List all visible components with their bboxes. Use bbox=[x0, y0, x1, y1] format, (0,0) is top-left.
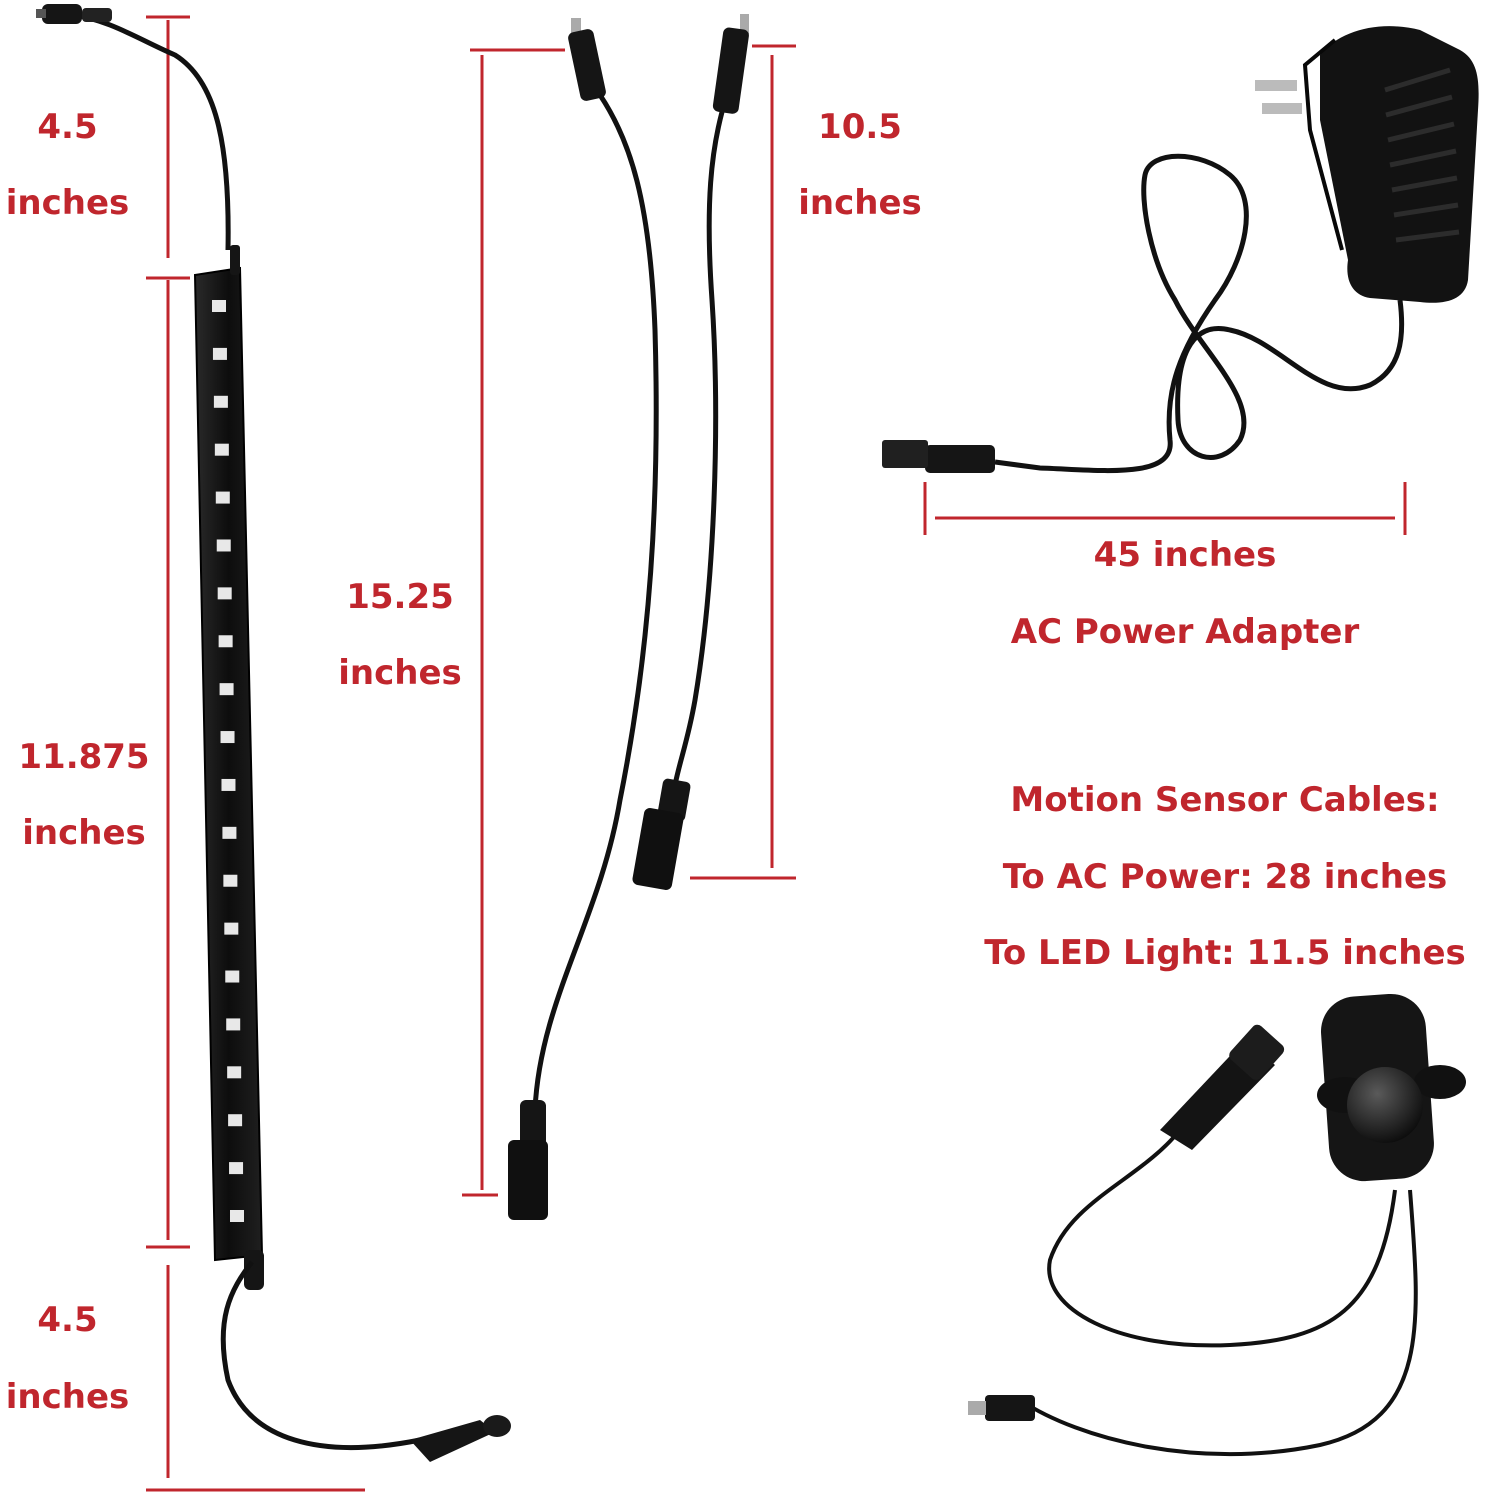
led-dot bbox=[226, 1018, 241, 1031]
led-dot bbox=[220, 731, 235, 744]
led-dot bbox=[229, 1162, 244, 1175]
led-dot bbox=[218, 635, 233, 648]
led-dot bbox=[213, 395, 228, 408]
led-dot bbox=[215, 491, 230, 504]
extension-cable-icon bbox=[508, 18, 659, 1220]
long-cable-unit: inches bbox=[338, 653, 462, 693]
led-dot bbox=[227, 1066, 242, 1079]
long-cable-value: 15.25 bbox=[346, 577, 454, 617]
led-dot bbox=[214, 443, 229, 456]
led-dot bbox=[222, 826, 237, 839]
led-dot bbox=[219, 683, 234, 696]
short-cable-unit: inches bbox=[798, 183, 922, 223]
motion-sensor-ac-length: To AC Power: 28 inches bbox=[1002, 857, 1448, 897]
motion-sensor-led-length: To LED Light: 11.5 inches bbox=[984, 933, 1466, 973]
led-dot bbox=[221, 778, 236, 791]
bottom-lead-unit: inches bbox=[5, 1377, 130, 1417]
led-light-bar-icon bbox=[36, 4, 511, 1462]
led-dot bbox=[212, 300, 226, 312]
top-lead-value: 4.5 bbox=[37, 107, 98, 147]
ac-power-adapter-icon bbox=[882, 26, 1479, 474]
led-dot bbox=[216, 539, 231, 552]
motion-sensor-icon bbox=[968, 993, 1466, 1457]
light-bar-value: 11.875 bbox=[18, 737, 150, 777]
top-lead-unit: inches bbox=[5, 183, 130, 223]
adapter-length: 45 inches bbox=[1093, 535, 1277, 575]
motion-sensor-title: Motion Sensor Cables: bbox=[1010, 780, 1440, 820]
led-dot bbox=[230, 1210, 244, 1222]
light-bar-unit: inches bbox=[22, 813, 146, 853]
led-dot bbox=[223, 874, 238, 887]
led-dot bbox=[228, 1114, 243, 1127]
led-dot bbox=[212, 347, 227, 360]
short-cable-value: 10.5 bbox=[818, 107, 902, 147]
dimension-lines bbox=[146, 15, 1407, 1492]
extension-cable-icon bbox=[632, 14, 749, 890]
adapter-name: AC Power Adapter bbox=[1010, 612, 1360, 652]
bottom-lead-value: 4.5 bbox=[37, 1300, 98, 1340]
led-dot bbox=[224, 922, 239, 935]
led-dot bbox=[217, 587, 232, 600]
led-dot bbox=[225, 970, 240, 983]
